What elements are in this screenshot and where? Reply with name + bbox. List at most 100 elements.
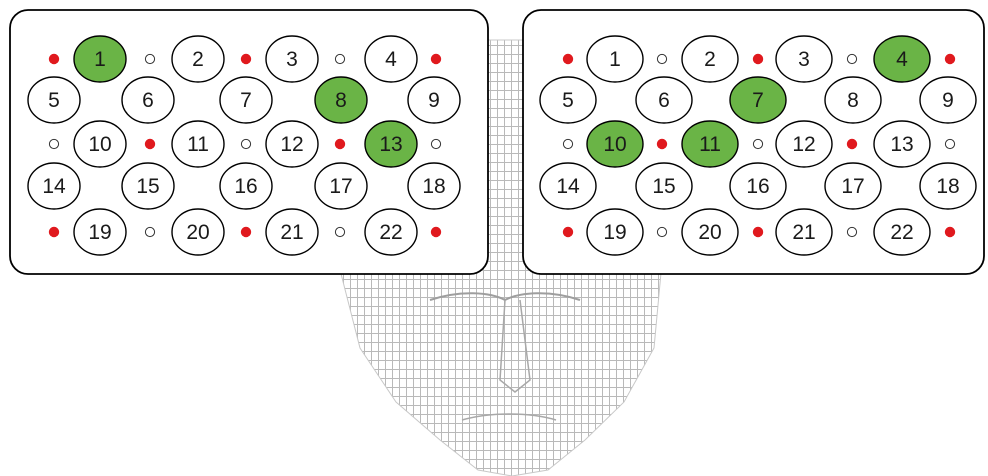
channel-label: 19 [88,221,111,244]
channel-label: 13 [890,133,913,156]
source-dot [49,227,59,237]
channel-18: 18 [408,163,460,209]
source-dot [753,54,763,64]
channel-label: 3 [286,48,298,71]
channel-label: 17 [329,175,352,198]
source-dot [431,54,441,64]
channel-15: 15 [122,163,174,209]
channel-12: 12 [266,121,318,167]
channel-label: 2 [192,48,204,71]
source-dot [563,54,573,64]
channel-5: 5 [540,77,596,123]
channel-label: 5 [562,89,574,112]
channel-11-active: 11 [682,121,738,167]
channel-label: 15 [652,175,675,198]
channel-16: 16 [220,163,272,209]
detector-dot [657,54,666,63]
channel-label: 17 [841,175,864,198]
channel-15: 15 [636,163,692,209]
channel-label: 21 [280,221,303,244]
channel-label: 9 [942,89,954,112]
channel-22: 22 [365,209,417,255]
channel-label: 20 [186,221,209,244]
detector-dot [335,54,344,63]
channel-21: 21 [776,209,832,255]
channel-1: 1 [587,36,643,82]
channel-8: 8 [825,77,881,123]
detector-dot [945,139,954,148]
channel-3: 3 [776,36,832,82]
channel-13: 13 [874,121,930,167]
channel-label: 19 [603,221,626,244]
detector-dot [49,139,58,148]
channel-9: 9 [920,77,976,123]
channel-label: 13 [379,133,402,156]
channel-10-active: 10 [587,121,643,167]
detector-dot [241,139,250,148]
channel-label: 10 [88,133,111,156]
channel-label: 16 [234,175,257,198]
detector-dot [145,227,154,236]
channel-label: 5 [48,89,60,112]
channel-4-active: 4 [874,36,930,82]
channel-label: 18 [422,175,445,198]
channel-label: 16 [746,175,769,198]
channel-label: 2 [704,48,716,71]
source-dot [335,139,345,149]
channel-label: 6 [658,89,670,112]
detector-dot [431,139,440,148]
channel-2: 2 [172,36,224,82]
channel-14: 14 [540,163,596,209]
source-dot [241,227,251,237]
source-dot [945,54,955,64]
channel-7-active: 7 [730,77,786,123]
channel-label: 1 [609,48,621,71]
channel-22: 22 [874,209,930,255]
channel-label: 6 [142,89,154,112]
channel-5: 5 [28,77,80,123]
channel-1-active: 1 [74,36,126,82]
channel-3: 3 [266,36,318,82]
channel-11: 11 [172,121,224,167]
source-dot [241,54,251,64]
channel-label: 22 [890,221,913,244]
channel-7: 7 [220,77,272,123]
channel-label: 22 [379,221,402,244]
channel-13-active: 13 [365,121,417,167]
channel-20: 20 [682,209,738,255]
channel-label: 7 [240,89,252,112]
channel-label: 12 [792,133,815,156]
channel-8-active: 8 [315,77,367,123]
channel-17: 17 [825,163,881,209]
channel-9: 9 [408,77,460,123]
source-dot [49,54,59,64]
channel-6: 6 [636,77,692,123]
channel-4: 4 [365,36,417,82]
source-dot [753,227,763,237]
channel-label: 7 [752,89,764,112]
channel-label: 4 [896,48,908,71]
channel-14: 14 [28,163,80,209]
channel-16: 16 [730,163,786,209]
channel-label: 14 [42,175,66,198]
channel-label: 8 [847,89,859,112]
channel-label: 10 [603,133,626,156]
detector-dot [753,139,762,148]
detector-dot [847,227,856,236]
channel-18: 18 [920,163,976,209]
channel-label: 21 [792,221,815,244]
channel-label: 20 [698,221,721,244]
channel-2: 2 [682,36,738,82]
channel-17: 17 [315,163,367,209]
channel-label: 11 [187,133,209,156]
channel-label: 9 [428,89,440,112]
channel-label: 4 [385,48,397,71]
detector-dot [563,139,572,148]
channel-label: 11 [699,133,721,156]
source-dot [563,227,573,237]
channel-19: 19 [74,209,126,255]
channel-10: 10 [74,121,126,167]
channel-label: 1 [94,48,106,71]
detector-dot [145,54,154,63]
